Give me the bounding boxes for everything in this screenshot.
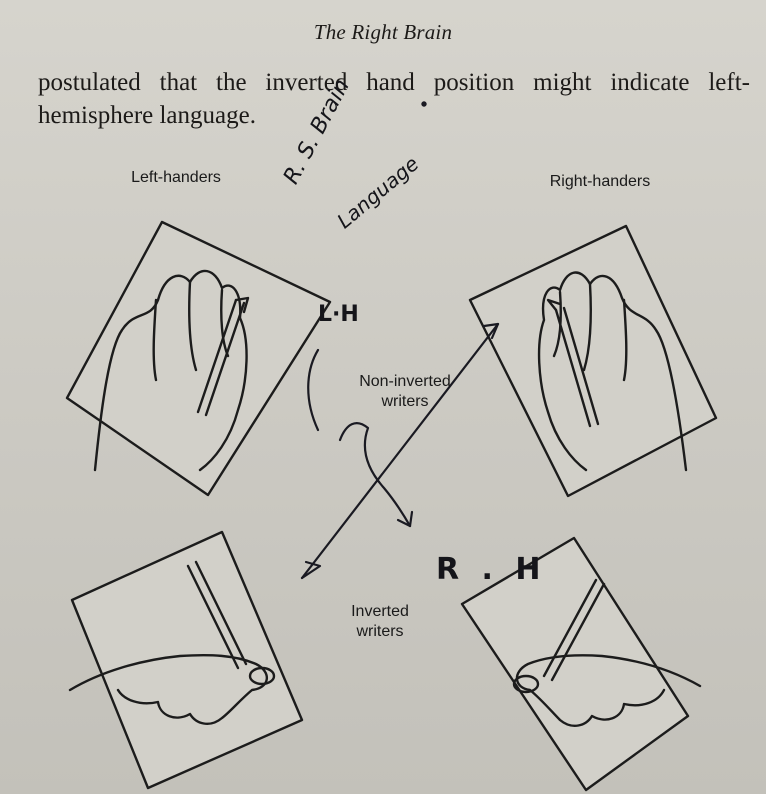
non-inverted-line2: writers (381, 393, 429, 410)
running-head: The Right Brain (313, 20, 453, 44)
inverted-writers-label: Inverted writers (330, 602, 430, 642)
non-inverted-line1: Non-inverted (359, 373, 451, 390)
inverted-line1: Inverted (351, 603, 409, 620)
body-paragraph: postulated that the inverted hand positi… (38, 69, 750, 129)
left-noninverted-illustration (65, 220, 332, 497)
left-inverted-illustration (68, 530, 304, 790)
pen-annotations (300, 101, 500, 580)
right-noninverted-illustration (468, 224, 718, 498)
right-handers-label: Right-handers (549, 173, 651, 190)
inverted-line2: writers (356, 623, 404, 640)
diagonal-arrow (300, 322, 500, 580)
bracket-mark (307, 348, 320, 432)
handwritten-rh: R . H (436, 552, 547, 587)
right-inverted-illustration (460, 536, 702, 792)
left-handers-label: Left-handers (131, 169, 221, 186)
non-inverted-writers-label: Non-inverted writers (320, 372, 490, 412)
curved-arrow (338, 422, 412, 528)
handwritten-lh: L·H (318, 302, 359, 327)
